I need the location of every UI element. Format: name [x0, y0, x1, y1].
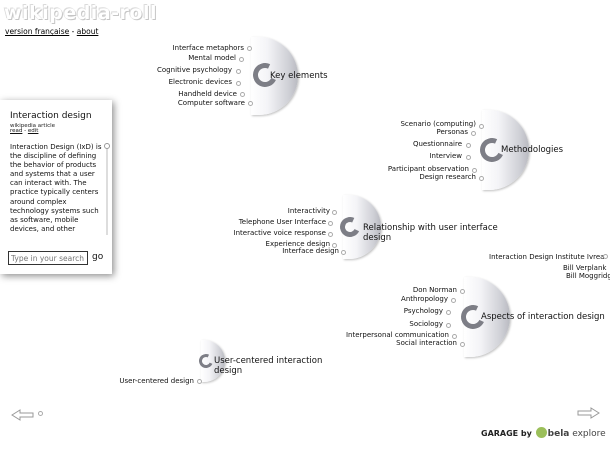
article-subtitle: wikipedia article — [10, 123, 56, 129]
article-body: Interaction Design (IxD) is the discipli… — [10, 143, 102, 233]
leaf-dot — [472, 168, 477, 173]
leaf-dot — [332, 210, 337, 215]
link-interaction-design-institute[interactable]: Interaction Design Institute Ivrea — [489, 253, 605, 261]
link-bill-verplank[interactable]: Bill Verplank — [563, 264, 607, 272]
edit-link[interactable]: edit — [27, 128, 39, 134]
leaf-telephone-user-interface[interactable]: Telephone User Interface — [238, 218, 326, 226]
footer-branding: GARAGE by bela explore — [481, 427, 606, 439]
article-links: read - edit — [10, 128, 38, 134]
arrow-left-icon[interactable] — [11, 409, 37, 421]
leaf-dot — [451, 298, 456, 303]
footer-garage: GARAGE by — [481, 429, 532, 438]
french-version-link[interactable]: version française — [5, 27, 70, 36]
leaf-dot — [460, 342, 465, 347]
article-panel: Interaction design wikipedia article rea… — [0, 100, 112, 274]
leaf-dot — [240, 92, 245, 97]
leaf-dot — [236, 69, 241, 74]
leaf-dot — [446, 323, 451, 328]
leaf-interface-design[interactable]: Interface design — [282, 247, 339, 255]
leaf-scenario-computing[interactable]: Scenario (computing) — [400, 120, 476, 128]
bela-logo-icon — [535, 427, 547, 438]
app-logo: wikipedia-roll — [4, 2, 157, 24]
scroll-knob[interactable] — [104, 143, 110, 149]
leaf-dot — [471, 131, 476, 136]
leaf-dot — [603, 254, 608, 259]
hub-label[interactable]: Relationship with user interface design — [363, 223, 498, 243]
hub-label[interactable]: Key elements — [270, 71, 328, 81]
leaf-dot — [452, 334, 457, 339]
hub-label[interactable]: User-centered interaction design — [214, 356, 323, 376]
leaf-interview[interactable]: Interview — [429, 152, 462, 160]
leaf-electronic-devices[interactable]: Electronic devices — [168, 78, 232, 86]
leaf-dot — [479, 176, 484, 181]
about-link[interactable]: about — [76, 27, 99, 36]
leaf-dot — [332, 243, 337, 248]
leaf-dot — [239, 57, 244, 62]
leaf-mental-model[interactable]: Mental model — [188, 54, 236, 62]
leaf-interactivity[interactable]: Interactivity — [287, 207, 330, 215]
leaf-dot — [466, 155, 471, 160]
nav-dot[interactable] — [38, 411, 43, 416]
article-title: Interaction design — [10, 111, 92, 121]
article-link-separator: - — [22, 128, 28, 134]
read-link[interactable]: read — [10, 128, 23, 134]
leaf-interactive-voice-response[interactable]: Interactive voice response — [233, 229, 326, 237]
link-separator: - — [69, 27, 77, 36]
footer-brand-explore[interactable]: explore — [572, 429, 606, 439]
leaf-dot — [248, 101, 253, 106]
leaf-dot — [197, 379, 202, 384]
leaf-dot — [460, 289, 465, 294]
leaf-don-norman[interactable]: Don Norman — [412, 286, 457, 294]
leaf-interface-metaphors[interactable]: Interface metaphors — [172, 44, 244, 52]
leaf-dot — [446, 310, 451, 315]
leaf-computer-software[interactable]: Computer software — [177, 99, 245, 107]
leaf-psychology[interactable]: Psychology — [403, 307, 443, 315]
leaf-social-interaction[interactable]: Social interaction — [396, 339, 457, 347]
leaf-dot — [479, 124, 484, 129]
leaf-questionnaire[interactable]: Questionnaire — [412, 140, 462, 148]
leaf-dot — [341, 250, 346, 255]
leaf-cognitive-psychology[interactable]: Cognitive psychology — [157, 66, 232, 74]
leaf-design-research[interactable]: Design research — [419, 173, 476, 181]
leaf-personas[interactable]: Personas — [436, 128, 468, 136]
leaf-sociology[interactable]: Sociology — [409, 320, 443, 328]
leaf-dot — [247, 46, 252, 51]
leaf-interpersonal-communication[interactable]: Interpersonal communication — [345, 331, 449, 339]
leaf-anthropology[interactable]: Anthropology — [401, 295, 448, 303]
article-scrollbar[interactable] — [104, 143, 110, 235]
leaf-dot — [466, 143, 471, 148]
search-input[interactable] — [8, 251, 88, 265]
leaf-participant-observation[interactable]: Participant observation — [387, 165, 469, 173]
top-links: version française - about — [5, 27, 98, 36]
go-button[interactable]: go — [92, 252, 104, 262]
leaf-handheld-device[interactable]: Handheld device — [178, 90, 237, 98]
leaf-dot — [236, 81, 241, 86]
footer-brand[interactable]: bela — [547, 429, 570, 439]
hub-label[interactable]: Methodologies — [501, 145, 564, 155]
link-bill-moggridge[interactable]: Bill Moggridge — [566, 272, 610, 280]
leaf-experience-design[interactable]: Experience design — [265, 240, 330, 248]
hub-label[interactable]: Aspects of interaction design — [481, 312, 605, 322]
leaf-dot — [328, 232, 333, 237]
leaf-dot — [328, 221, 333, 226]
leaf-user-centered-design[interactable]: User-centered design — [119, 377, 194, 385]
arrow-right-icon[interactable] — [574, 407, 600, 419]
